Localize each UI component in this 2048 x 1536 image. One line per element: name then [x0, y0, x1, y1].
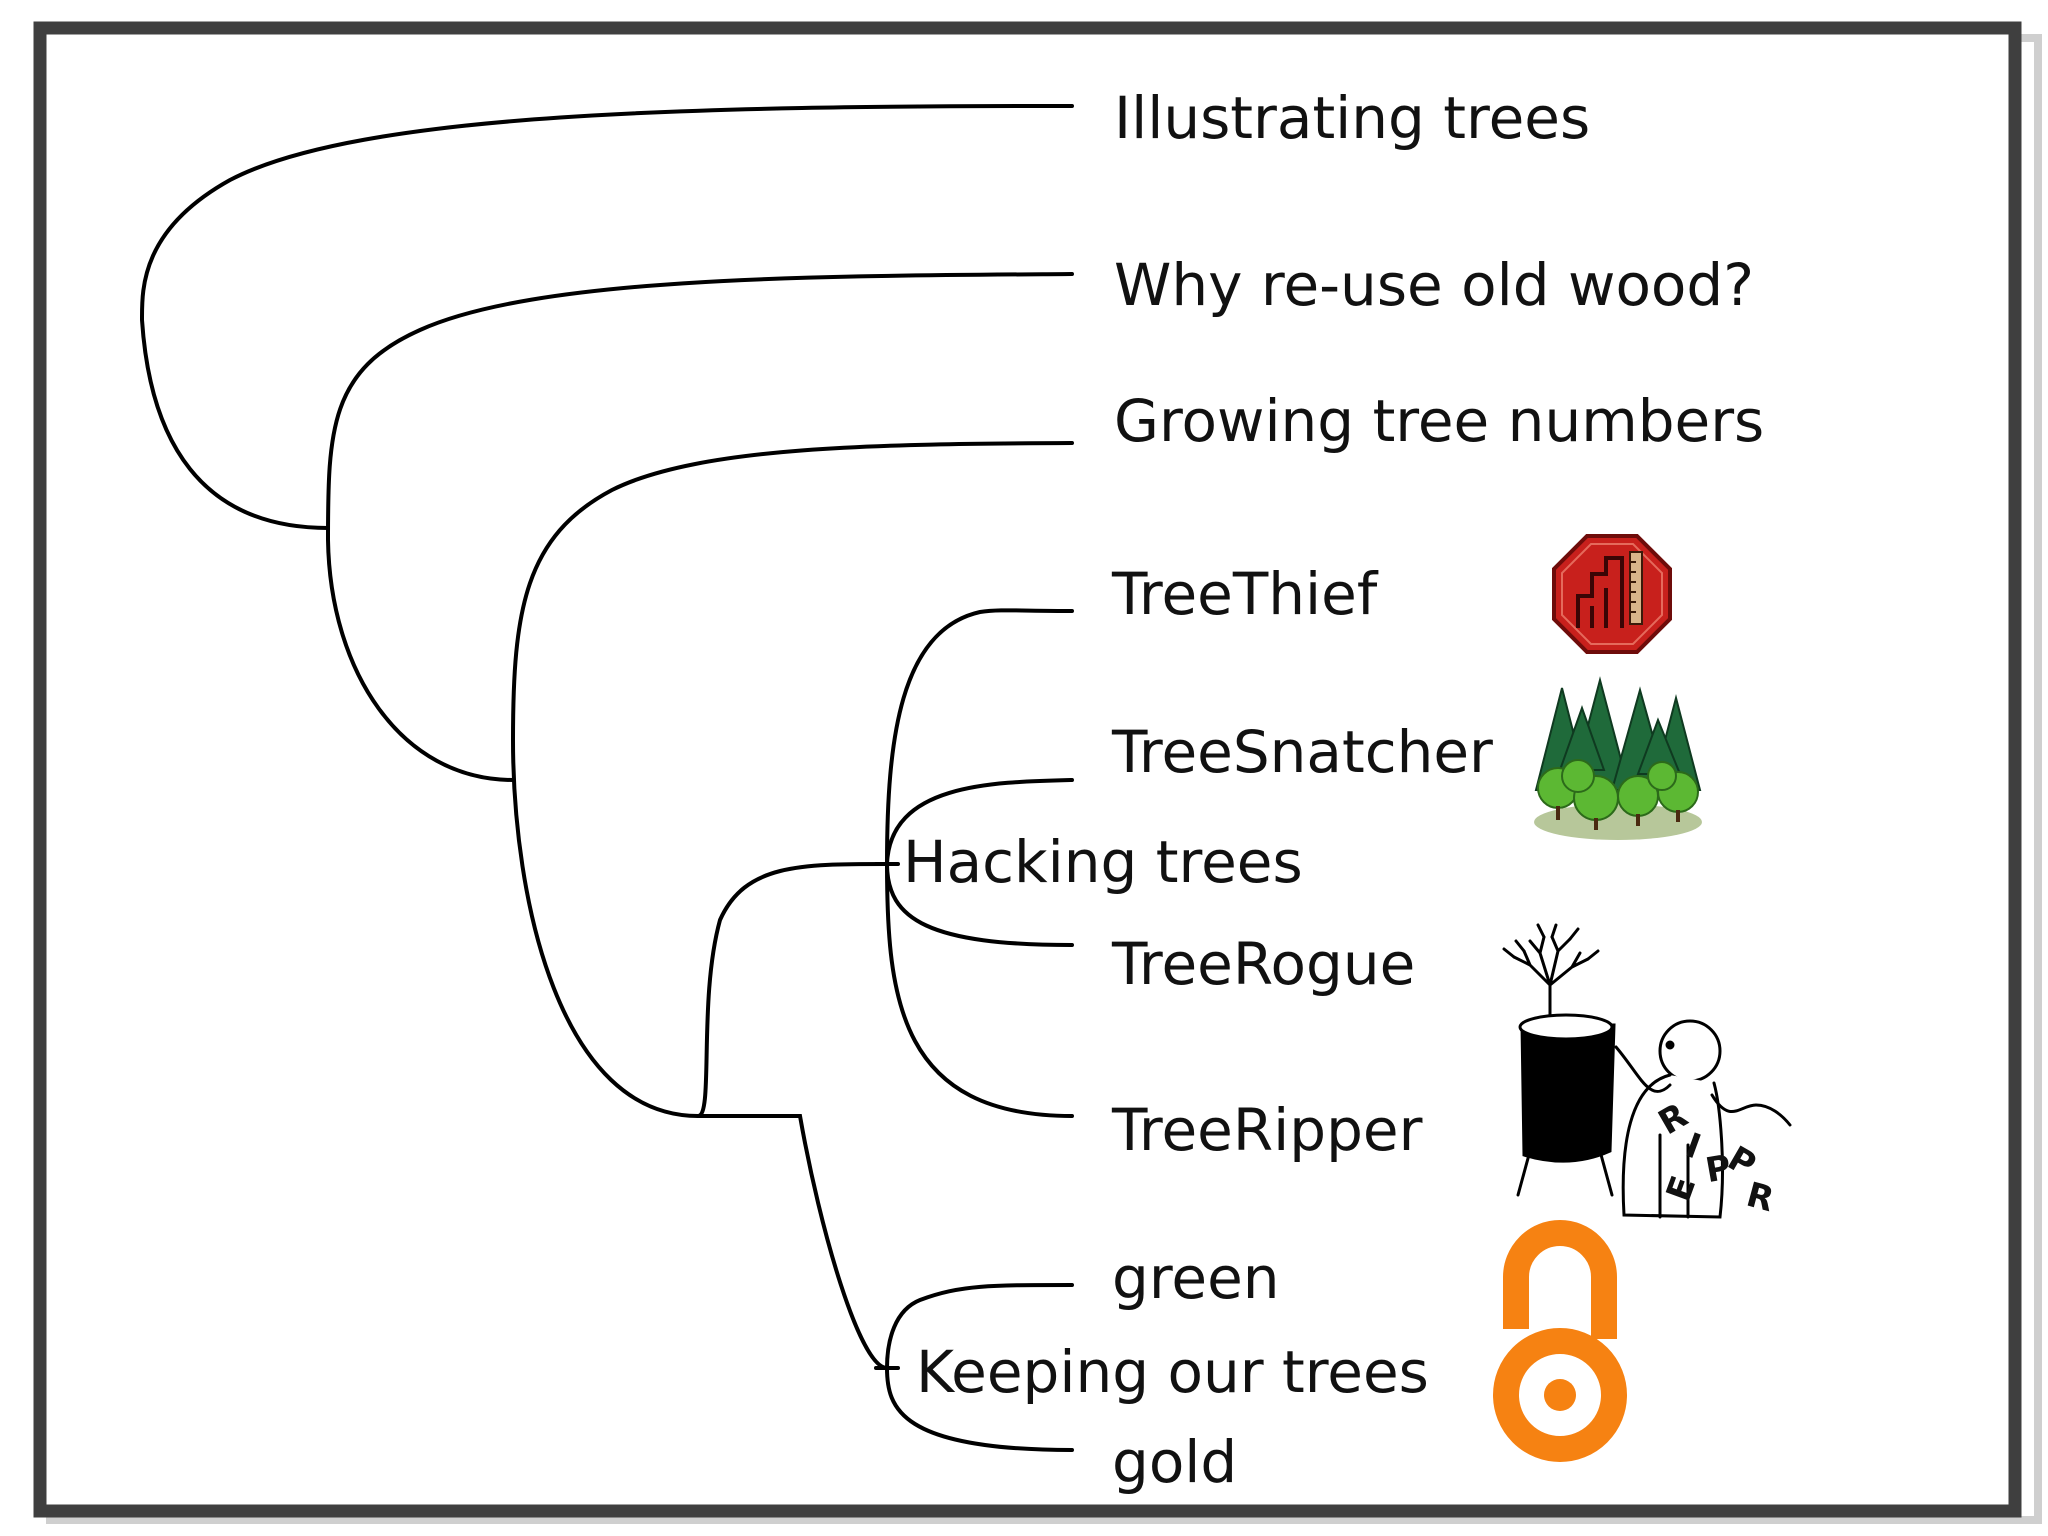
open-access-lock-icon	[1493, 1220, 1627, 1462]
branch-hacking-clade	[696, 862, 889, 1118]
branch-green	[884, 1283, 1074, 1452]
leaf-illustrating-trees: Illustrating trees	[1114, 84, 1590, 152]
branch-growing	[510, 441, 1074, 1118]
leaf-labels: Illustrating trees Why re-use old wood? …	[1111, 84, 1764, 1496]
leaf-why-reuse-old-wood: Why re-use old wood?	[1114, 251, 1754, 319]
leaf-growing-tree-numbers: Growing tree numbers	[1114, 387, 1764, 455]
leaf-gold: gold	[1112, 1428, 1237, 1496]
leaf-green: green	[1112, 1244, 1280, 1312]
treethief-logo-icon	[1552, 534, 1672, 654]
leaf-treeripper: TreeRipper	[1111, 1096, 1423, 1164]
treeripper-cartoon-icon	[1502, 923, 1792, 1219]
internal-node-labels: Hacking trees Keeping our trees	[903, 828, 1429, 1406]
branch-illustrating-trees	[139, 104, 1074, 530]
leaf-treethief: TreeThief	[1111, 560, 1379, 628]
branch-treethief	[884, 608, 1074, 1118]
node-keeping-our-trees: Keeping our trees	[916, 1338, 1429, 1406]
leaf-treesnatcher: TreeSnatcher	[1111, 718, 1493, 786]
tree-branches	[139, 104, 1074, 1452]
node-hacking-trees: Hacking trees	[903, 828, 1303, 896]
leaf-treerogue: TreeRogue	[1111, 930, 1415, 998]
forest-icon	[1534, 676, 1702, 840]
branch-why-reuse	[325, 272, 1074, 782]
branch-keeping-clade	[696, 1113, 889, 1370]
